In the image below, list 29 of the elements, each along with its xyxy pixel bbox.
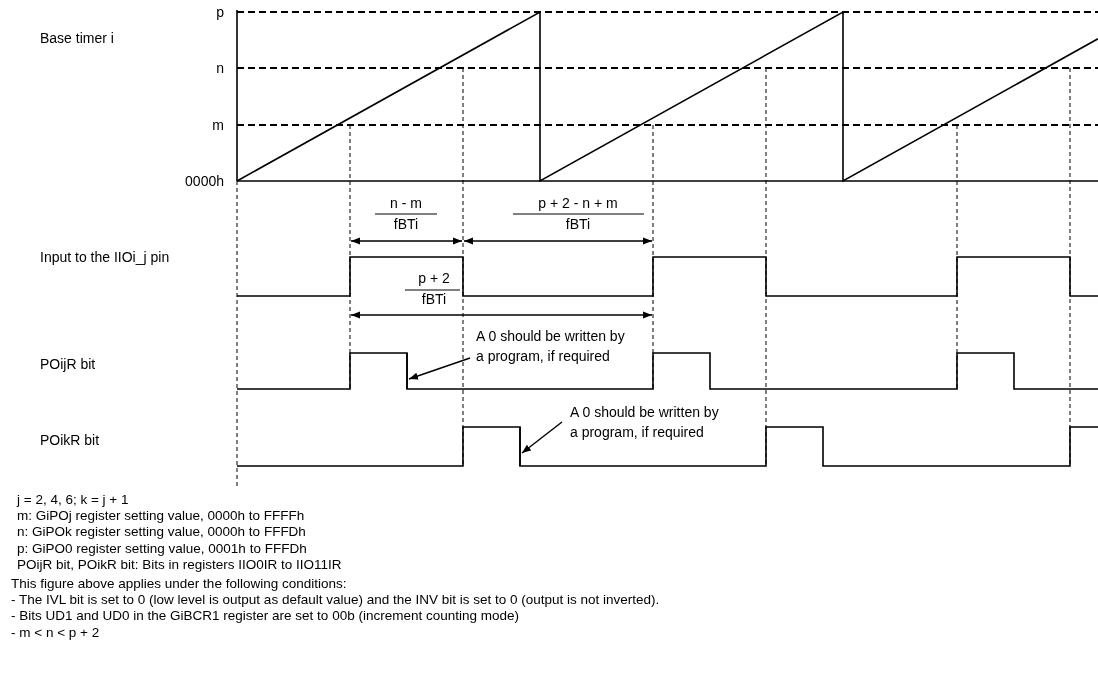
axis-value-label: 0000h xyxy=(185,173,224,189)
note-text: This figure above applies under the following conditions: xyxy=(11,576,347,592)
formula-text: fBTi xyxy=(421,291,447,307)
axis-value-label: n xyxy=(216,60,224,76)
annotation-text: A 0 should be written by a program, if required xyxy=(570,402,720,442)
leader-arrow xyxy=(408,357,471,380)
note-text: - m < n < p + 2 xyxy=(11,624,100,641)
formula-text: p + 2 - n + m xyxy=(538,195,618,211)
note-text: - Bits UD1 and UD0 in the GiBCR1 register are set to 00b (increment counting mode) xyxy=(11,608,519,625)
note-text: n: GiPOk register setting value, 0000h to FFFDh xyxy=(17,524,306,541)
signal-label: Base timer i xyxy=(40,30,114,46)
axis-value-label: p xyxy=(216,4,224,20)
signal-label: POijR bit xyxy=(40,356,96,372)
note-text: - The IVL bit is set to 0 (low level is output as default value) and the INV bit is set to 0 (output is not inverted). xyxy=(11,592,660,609)
axis-value-label: m xyxy=(212,117,224,133)
formula-text: fBTi xyxy=(565,216,591,232)
leader-arrow xyxy=(521,421,563,454)
formula-text: p + 2 xyxy=(418,270,450,286)
note-text: POijR bit, POikR bit: Bits in registers IIO0IR to IIO11IR xyxy=(17,556,342,573)
formula-text: fBTi xyxy=(393,216,419,232)
note-text: m: GiPOj register setting value, 0000h to FFFFh xyxy=(17,508,305,525)
note-text: j = 2, 4, 6; k = j + 1 xyxy=(17,492,129,508)
formula-text: n - m xyxy=(390,195,422,211)
signal-label: Input to the IIOi_j pin xyxy=(40,248,171,267)
signal-label: POikR bit xyxy=(40,432,100,448)
falling-edge xyxy=(406,352,408,390)
annotation-text: A 0 should be written by a program, if required xyxy=(476,326,626,366)
falling-edge xyxy=(519,426,521,467)
note-text: p: GiPO0 register setting value, 0001h to FFFDh xyxy=(17,540,307,557)
